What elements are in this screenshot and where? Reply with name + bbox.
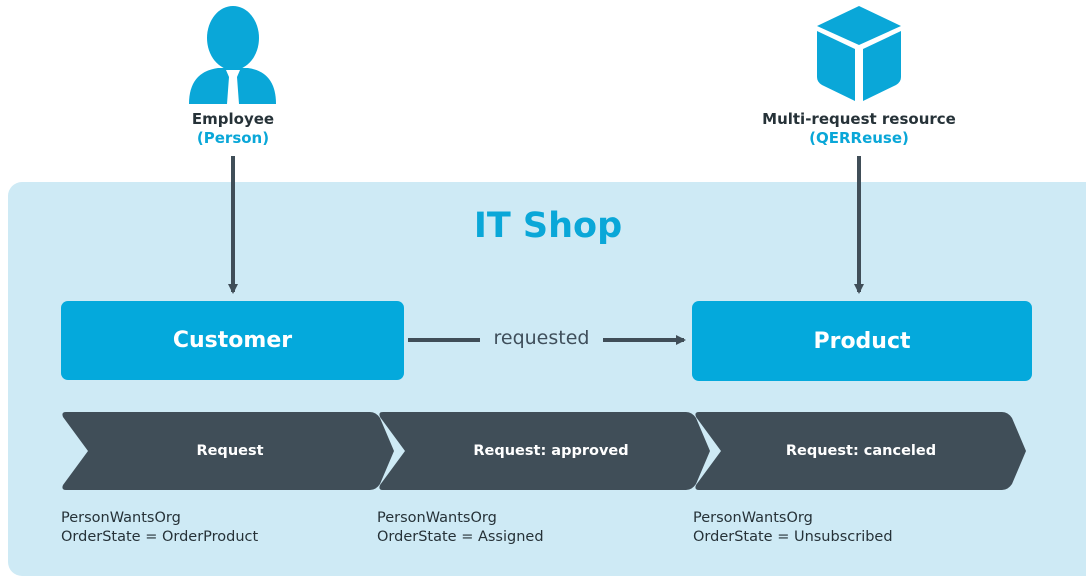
tie-icon <box>226 70 240 104</box>
step-db-canceled: PersonWantsOrg OrderState = Unsubscribed <box>693 509 893 547</box>
step-label-canceled: Request: canceled <box>785 443 937 459</box>
product-box: Product <box>692 301 1032 381</box>
step-table-name: PersonWantsOrg <box>61 510 181 526</box>
step-chevron-request <box>62 412 395 490</box>
employee-label: Employee <box>191 110 275 128</box>
step-table-name: PersonWantsOrg <box>693 510 813 526</box>
step-chevron-approved <box>379 412 710 490</box>
resource-label: Multi-request resource <box>762 110 956 128</box>
panel-title: IT Shop <box>473 206 623 246</box>
step-order-state: OrderState = OrderProduct <box>61 529 259 545</box>
resource-type: (QERReuse) <box>809 129 909 147</box>
resource-actor: Multi-request resource (QERReuse) <box>729 110 989 148</box>
step-table-name: PersonWantsOrg <box>377 510 497 526</box>
step-db-request: PersonWantsOrg OrderState = OrderProduct <box>61 509 258 547</box>
step-label-approved: Request: approved <box>473 443 629 459</box>
step-order-state: OrderState = Assigned <box>377 529 544 545</box>
requested-label: requested <box>493 327 590 349</box>
step-label-request: Request <box>196 443 264 459</box>
step-db-approved: PersonWantsOrg OrderState = Assigned <box>377 509 544 547</box>
cube-icon <box>817 6 901 101</box>
employee-type: (Person) <box>196 129 270 147</box>
step-order-state: OrderState = Unsubscribed <box>693 529 893 545</box>
customer-box: Customer <box>61 301 404 380</box>
employee-actor: Employee (Person) <box>133 110 333 148</box>
step-chevron-canceled <box>695 412 1026 490</box>
